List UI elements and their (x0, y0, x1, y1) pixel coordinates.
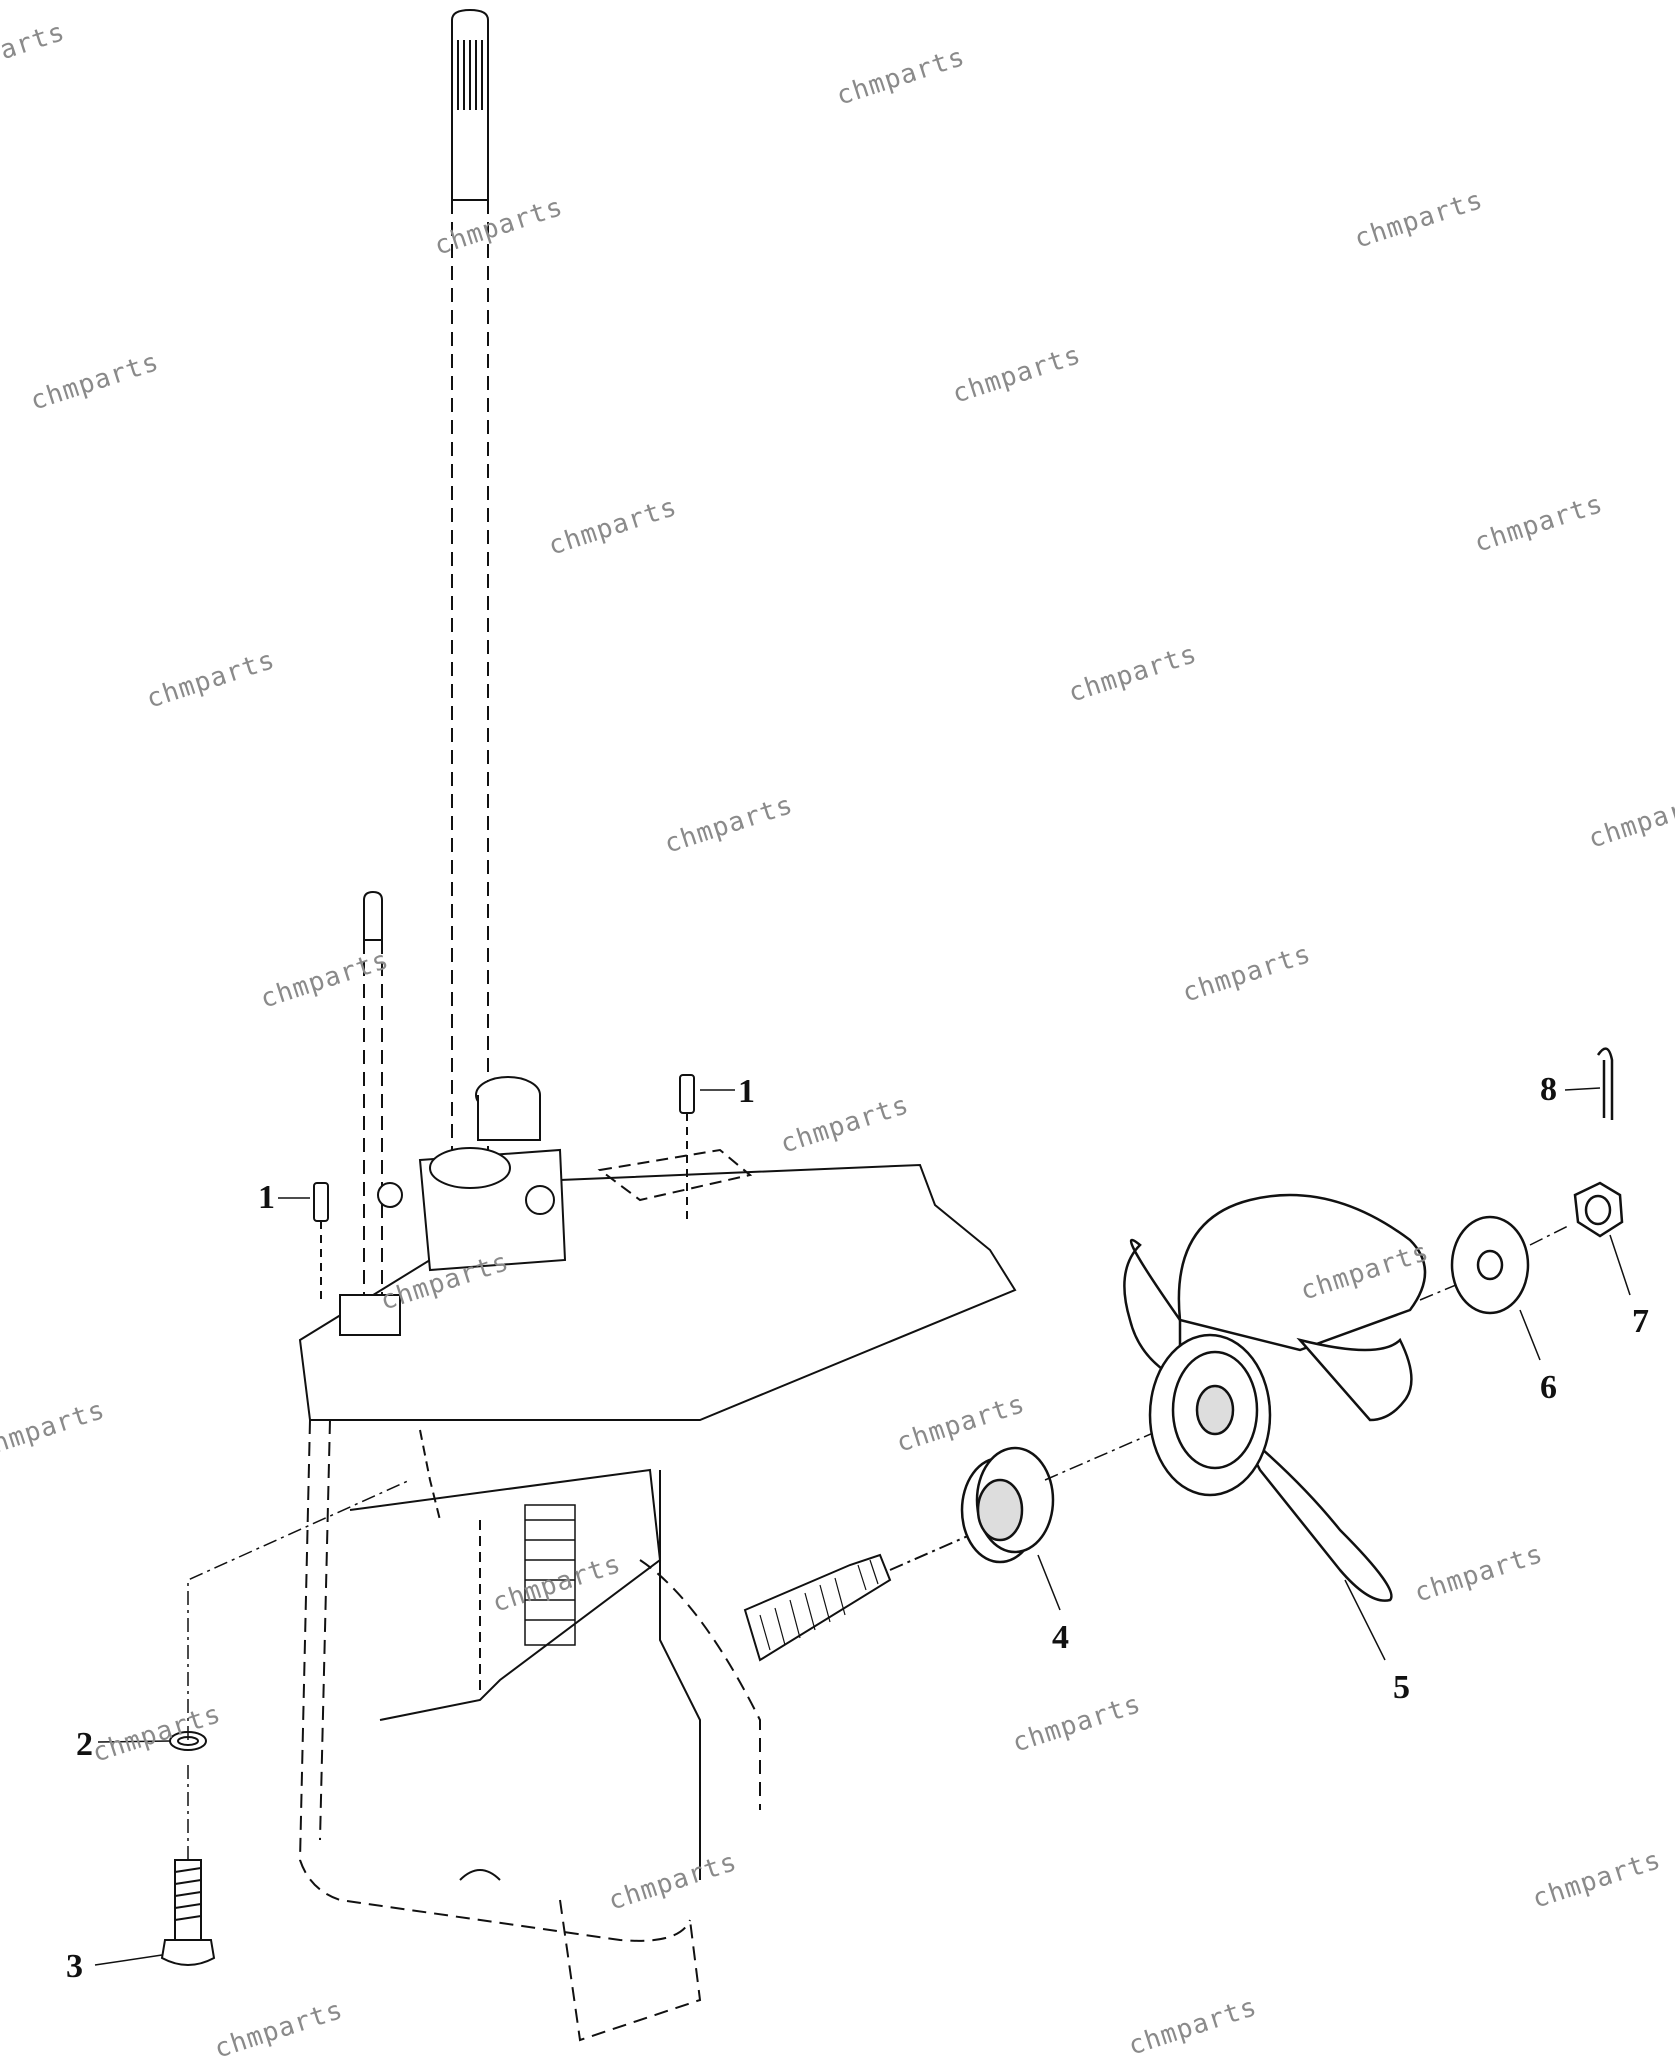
watermark: chmparts (27, 347, 163, 417)
watermark: chmparts (0, 1395, 109, 1465)
watermark: chmparts (1065, 639, 1201, 709)
thrust-hub (960, 1446, 1055, 1564)
watermark: chmparts (1125, 1992, 1261, 2058)
dowel-pin-right (679, 1074, 695, 1225)
watermark: chmparts (833, 42, 969, 112)
callout-number: 7 (1632, 1303, 1649, 1340)
water-intake-screen (524, 1504, 576, 1646)
bolt (160, 1859, 216, 1966)
washer-axis (1529, 1224, 1571, 1246)
castle-nut (1573, 1181, 1624, 1238)
watermark: chmparts (1529, 1845, 1665, 1915)
leader-lines (94, 1087, 1631, 1966)
watermark-layer: chmparts chmparts chmparts chmparts chmp… (0, 17, 1675, 2058)
callout-number: 1 (738, 1073, 755, 1110)
watermark: chmparts (777, 1090, 913, 1160)
callout-number: 6 (1540, 1369, 1557, 1406)
thrust-hub-axis (1044, 1429, 1161, 1481)
watermark: chmparts (605, 1847, 741, 1917)
callout-number: 8 (1540, 1071, 1557, 1108)
watermark: chmparts (545, 492, 681, 562)
bolt-assembly-line (187, 1479, 411, 1860)
shift-rod (363, 890, 383, 1320)
callout-number: 2 (76, 1726, 93, 1763)
propeller-shaft (743, 1534, 971, 1662)
watermark: chmparts (1351, 185, 1487, 255)
callout-number: 5 (1393, 1669, 1410, 1706)
drive-shaft (451, 8, 489, 1160)
watermark: chmparts (949, 340, 1085, 410)
dowel-pin-left (313, 1182, 329, 1305)
watermark: chmparts (143, 645, 279, 715)
watermark: chmparts (211, 1995, 347, 2058)
water-pump-assembly (339, 1076, 567, 1336)
watermark: chmparts (1009, 1689, 1145, 1759)
washer-large (1450, 1215, 1530, 1315)
cotter-pin (1596, 1047, 1614, 1120)
callout-number: 3 (66, 1948, 83, 1985)
watermark: chmparts (1585, 785, 1675, 855)
watermark: chmparts (1471, 489, 1607, 559)
watermark: chmparts (89, 1699, 225, 1769)
watermark: chmparts (1179, 939, 1315, 1009)
watermark: chmparts (0, 17, 69, 87)
watermark: chmparts (661, 790, 797, 860)
watermark: chmparts (1411, 1539, 1547, 1609)
watermark: chmparts (257, 945, 393, 1015)
callout-number: 4 (1052, 1619, 1069, 1656)
lower-unit-housing (298, 1148, 1017, 2042)
callout-number: 1 (258, 1179, 275, 1216)
propeller (1123, 1193, 1427, 1602)
